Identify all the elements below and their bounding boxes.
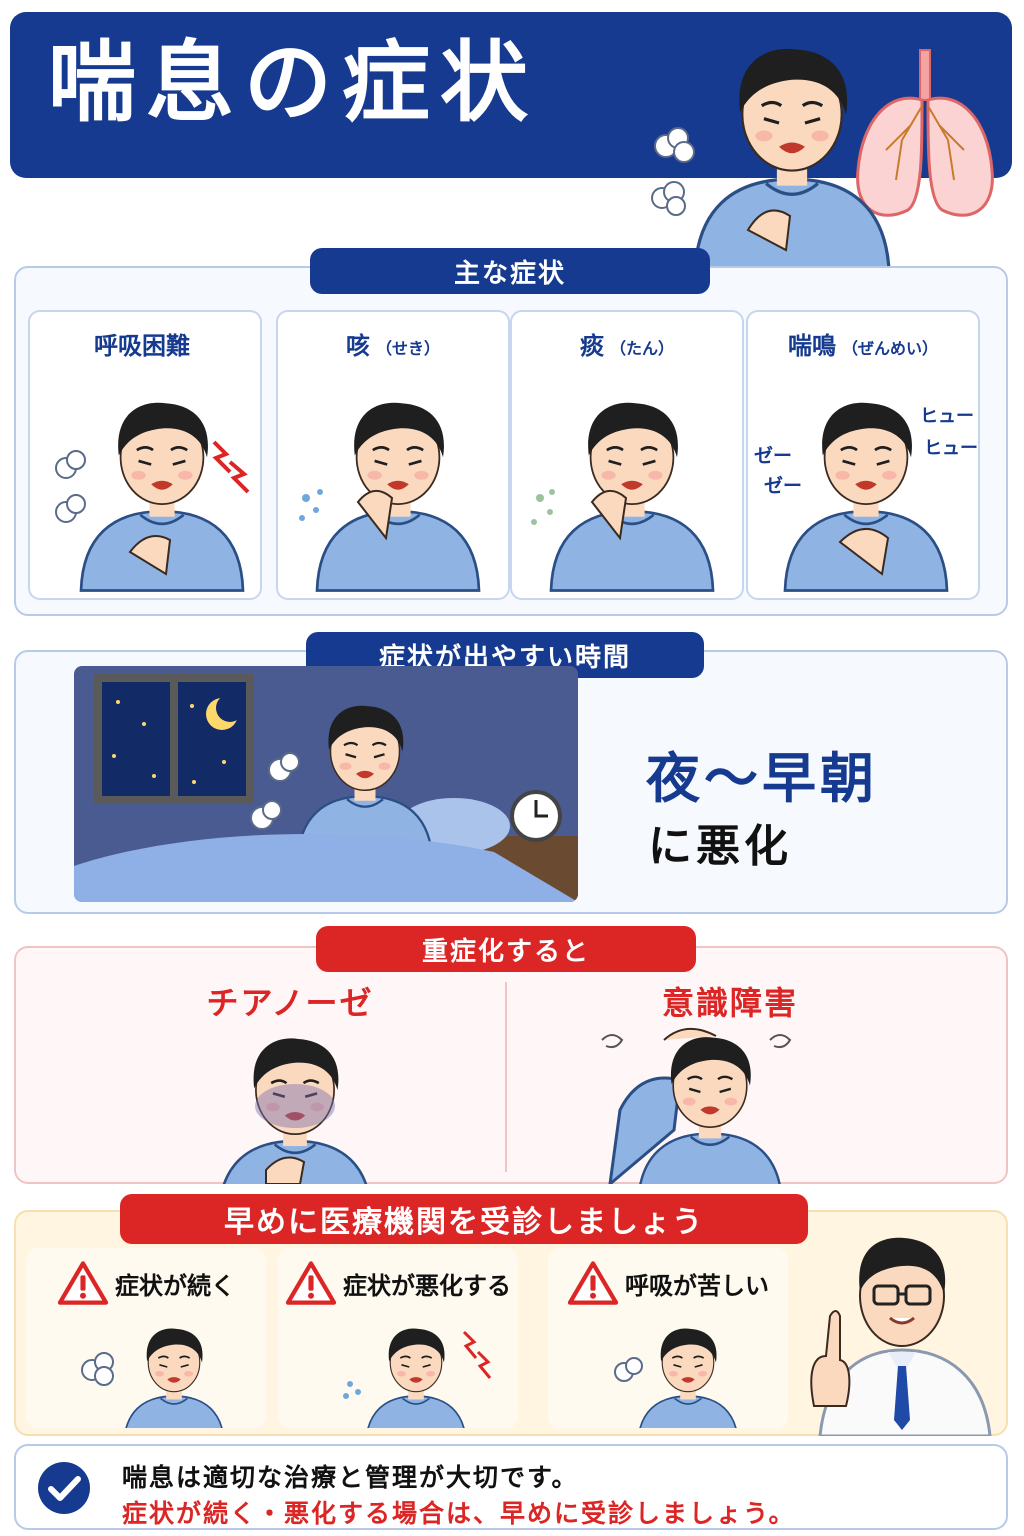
warning-triangle-icon bbox=[285, 1260, 337, 1306]
wheeze-illustration: ゼー ゼー ヒュー ヒュー bbox=[754, 401, 978, 592]
breath-puff-icon bbox=[614, 1357, 643, 1382]
moon-icon bbox=[206, 694, 244, 730]
symptom-name: 咳 bbox=[345, 332, 370, 360]
symptom-card-cough: 咳 （せき） bbox=[276, 310, 510, 600]
symptom-time-effect: に悪化 bbox=[648, 821, 792, 872]
main-symptoms-heading: 主な症状 bbox=[310, 248, 710, 294]
dizzy-swirl-icon bbox=[601, 1034, 792, 1049]
breath-puff-icon bbox=[55, 450, 86, 523]
cough-puff-icon bbox=[81, 1352, 114, 1386]
cough-puff-icon bbox=[651, 127, 695, 216]
unconsciousness-illustration bbox=[601, 1028, 792, 1184]
warning-triangle-icon bbox=[57, 1260, 109, 1306]
cough-illustration bbox=[299, 401, 481, 592]
cough-puff-icon bbox=[250, 752, 300, 830]
severe-item-cyanosis: チアノーゼ bbox=[206, 984, 374, 1022]
severe-section bbox=[14, 946, 1008, 1184]
symptom-card-wheeze: 喘鳴 （ぜんめい） ゼー ゼー ヒュー ヒュー bbox=[746, 310, 980, 600]
symptom-reading: （せき） bbox=[375, 339, 440, 358]
see-doctor-heading: 早めに医療機関を受診しましょう bbox=[120, 1194, 808, 1244]
symptom-name: 痰 bbox=[579, 332, 604, 360]
droplet-icon bbox=[343, 1381, 361, 1399]
page-title: 喘息の症状 bbox=[48, 31, 539, 134]
reason-label: 症状が悪化する bbox=[343, 1271, 511, 1300]
phlegm-illustration bbox=[531, 401, 715, 592]
dyspnea-illustration bbox=[55, 401, 250, 592]
persistent-symptom-illustration bbox=[81, 1327, 226, 1428]
breathing-difficulty-illustration bbox=[614, 1327, 740, 1428]
symptom-name: 呼吸困難 bbox=[94, 332, 190, 360]
wheeze-sound-left-1: ゼー bbox=[754, 444, 792, 467]
symptom-time-range: 夜〜早朝 bbox=[646, 747, 878, 810]
symptom-card-phlegm: 痰 （たん） bbox=[510, 310, 744, 600]
severe-heading: 重症化すると bbox=[316, 926, 696, 972]
symptom-reading: （たん） bbox=[609, 339, 674, 358]
severe-divider bbox=[505, 982, 507, 1172]
reason-label: 呼吸が苦しい bbox=[625, 1271, 769, 1300]
wheeze-sound-right-2: ヒュー bbox=[924, 438, 978, 459]
wheeze-sound-right-1: ヒュー bbox=[920, 406, 974, 427]
droplet-icon bbox=[299, 489, 323, 521]
reason-card-breathing: 呼吸が苦しい bbox=[548, 1248, 788, 1428]
worsening-symptom-illustration bbox=[343, 1327, 492, 1428]
doctor-illustration bbox=[810, 1237, 992, 1436]
pain-spark-icon bbox=[212, 440, 250, 494]
note-line-2: 症状が続く・悪化する場合は、早めに受診しましょう。 bbox=[122, 1499, 796, 1528]
reason-card-worsening: 症状が悪化する bbox=[278, 1248, 518, 1428]
reason-label: 症状が続く bbox=[115, 1271, 235, 1300]
symptom-card-dyspnea: 呼吸困難 bbox=[28, 310, 262, 600]
cyanosis-illustration bbox=[217, 1037, 373, 1184]
night-bedroom-illustration bbox=[74, 666, 578, 902]
header-illustration bbox=[651, 47, 994, 276]
pointing-hand-icon bbox=[810, 1310, 851, 1407]
lungs-icon bbox=[856, 49, 994, 217]
warning-triangle-icon bbox=[567, 1260, 619, 1306]
note-box bbox=[14, 1444, 1008, 1530]
alarm-clock-icon bbox=[510, 790, 562, 842]
pain-spark-icon bbox=[462, 1330, 492, 1379]
wheeze-sound-left-2: ゼー bbox=[764, 474, 802, 497]
severe-item-unconsciousness: 意識障害 bbox=[661, 984, 798, 1022]
note-line-1: 喘息は適切な治療と管理が大切です。 bbox=[122, 1463, 579, 1492]
reason-card-persistent: 症状が続く bbox=[26, 1248, 266, 1428]
check-circle-icon bbox=[38, 1462, 90, 1514]
symptom-name: 喘鳴 bbox=[787, 332, 836, 360]
droplet-icon bbox=[531, 489, 555, 525]
symptom-reading: （ぜんめい） bbox=[841, 339, 938, 358]
glasses-icon bbox=[872, 1284, 932, 1306]
